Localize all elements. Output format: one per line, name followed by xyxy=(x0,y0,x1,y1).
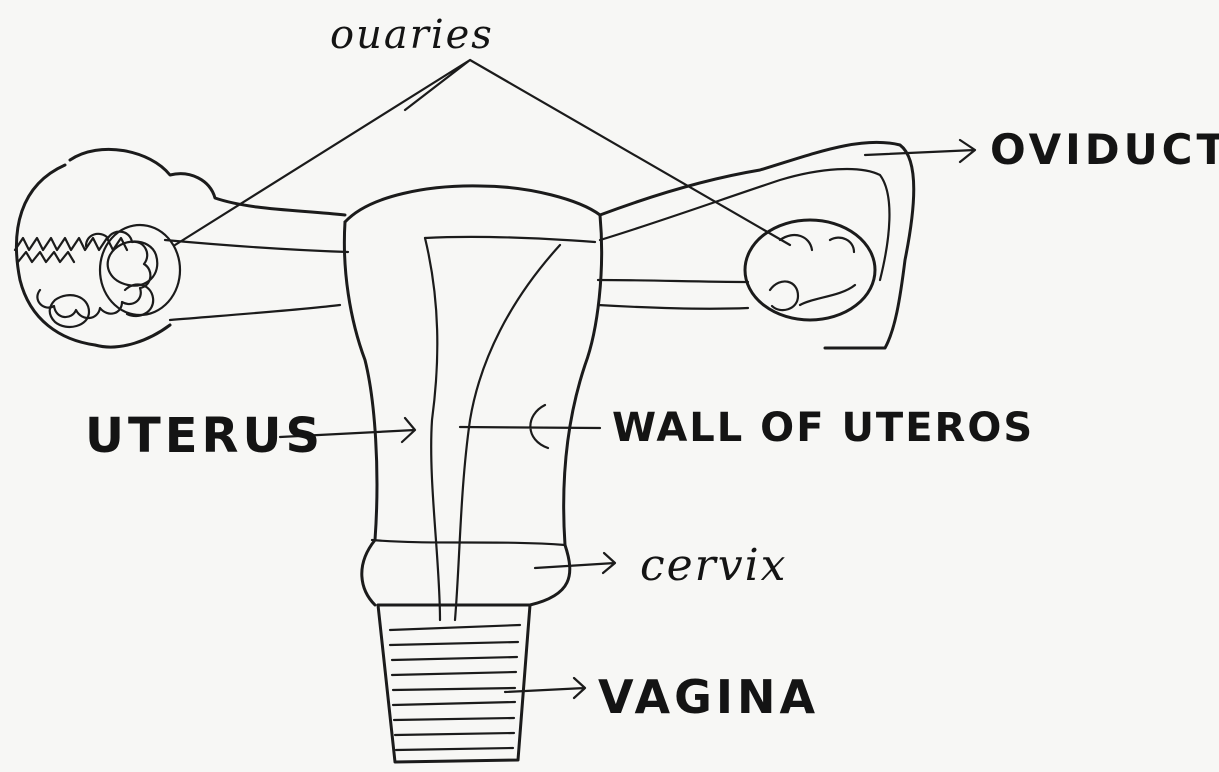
uterus-right-wall xyxy=(564,215,602,545)
right-ovary-follicles xyxy=(770,235,855,310)
left-ligament xyxy=(165,240,348,320)
wall-of-uterus-arrow xyxy=(460,405,600,448)
vagina-shape xyxy=(378,605,530,762)
uterus-body xyxy=(344,186,601,620)
label-wall-of-uterus: WALL OF UTEROS xyxy=(612,405,1034,451)
uterus-top xyxy=(345,186,600,222)
ovaries-leader xyxy=(175,60,790,245)
right-ligament xyxy=(598,280,748,309)
cervix-arrow xyxy=(535,553,615,573)
uterus-left-wall xyxy=(344,222,377,540)
cervix-lower xyxy=(362,540,570,605)
label-vagina: VAGINA xyxy=(598,670,819,724)
right-ovary xyxy=(745,220,875,320)
vagina-arrow xyxy=(505,678,585,698)
right-side-group xyxy=(598,142,914,348)
uterine-cavity-left xyxy=(425,238,440,620)
label-uterus: UTERUS xyxy=(85,408,324,464)
left-ovary-group xyxy=(15,149,348,347)
leader-lines xyxy=(175,60,975,698)
cervix-line xyxy=(372,540,565,545)
vagina-hatching xyxy=(390,625,520,750)
label-cervix: cervix xyxy=(640,540,787,591)
label-oviduct: OVIDUCT xyxy=(990,125,1219,174)
left-ovary xyxy=(100,225,180,315)
label-ovaries: ouaries xyxy=(330,12,494,58)
